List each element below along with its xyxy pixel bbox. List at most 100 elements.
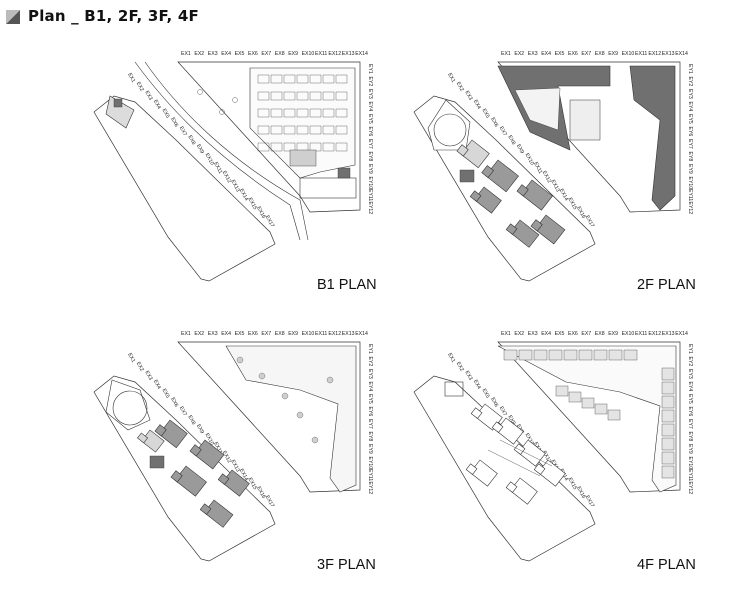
residential-block-group [513,439,546,467]
grid-label-diagonal: EX5 [481,388,491,400]
unit-module [661,437,675,451]
grid-label-top: EX2 [194,51,204,57]
grid-label-top: EX7 [261,331,271,337]
grid-label-right: EY3 [367,369,373,379]
grid-label-top: EX2 [194,331,204,337]
grid-label-top: EX14 [675,51,688,57]
unit-module [578,349,593,361]
block-c-group [516,179,553,211]
grid-label-right: EY8 [367,432,373,442]
grid-label-diagonal: EX17 [584,215,595,229]
grid-label-top: EX14 [355,331,368,337]
unit-module [661,423,675,437]
grid-label-right: EY11 [687,189,693,201]
grid-label-diagonal: EX9 [195,423,205,435]
grid-label-right: EY7 [687,139,693,149]
site-outline-right [177,341,361,493]
grid-label-diagonal: EX12 [541,170,552,184]
grid-label-top: EX12 [328,331,341,337]
grid-label-diagonal: EX17 [584,495,595,509]
grid-label-diagonal: EX17 [264,215,275,229]
parking-stall [335,91,348,101]
parking-stall [335,142,348,152]
grid-label-diagonal: EX1 [126,352,136,364]
block-b-group [189,439,225,470]
grid-label-top: EX11 [315,331,327,337]
grid-label-top: EX5 [555,51,565,57]
grid-label-diagonal: EX7 [498,406,508,418]
grid-label-right: EY9 [367,164,373,174]
parking-stall [270,125,283,135]
grid-label-diagonal: EX2 [455,81,465,93]
grid-label-right: EY7 [367,419,373,429]
grid-label-diagonal: EX14 [238,468,249,482]
grid-label-diagonal: EX14 [558,188,569,202]
grid-label-right: EY10 [687,457,693,470]
grid-label-right: EY9 [687,444,693,454]
grid-label-diagonal: EX3 [143,90,153,102]
grid-label-right: EY9 [687,164,693,174]
parking-stall [335,74,348,84]
grid-label-top: EX10 [302,51,315,57]
grid-label-top: EX11 [635,331,647,337]
grid-label-top: EX10 [622,331,635,337]
grid-label-diagonal: EX6 [169,117,179,129]
grid-label-right: EY7 [687,419,693,429]
grid-label-diagonal: EX10 [204,152,215,166]
parking-stall [283,108,296,118]
site-outline-right [497,341,681,493]
grid-label-diagonal: EX4 [472,379,482,391]
grid-label-diagonal: EX2 [135,81,145,93]
grid-label-diagonal: EX15 [247,197,258,211]
residential-block-wing [465,463,478,475]
grid-label-diagonal: EX15 [567,477,578,491]
grid-label-diagonal: EX16 [575,486,586,500]
grid-label-diagonal: EX3 [463,370,473,382]
grid-label-diagonal: EX9 [515,143,525,155]
parking-stall [270,91,283,101]
residential-block-wing [505,481,518,493]
grid-label-top: EX2 [514,51,524,57]
grid-label-diagonal: EX10 [204,432,215,446]
grid-label-right: EY1 [687,344,693,354]
parking-stall [283,91,296,101]
parking-stall [270,74,283,84]
tree [236,356,244,364]
grid-label-diagonal: EX13 [229,459,240,473]
grid-label-top: EX7 [261,51,271,57]
grid-label-diagonal: EX5 [481,108,491,120]
grid-label-right: EY5 [687,394,693,404]
road-line [134,61,301,241]
grid-label-right: EY4 [687,102,693,112]
parking-stall [296,125,309,135]
grid-label-top: EX4 [221,331,231,337]
block-d-group [170,465,207,497]
grid-label-diagonal: EX7 [498,126,508,138]
block-b [485,159,519,193]
grid-label-diagonal: EX1 [446,72,456,84]
grid-label-right: EY4 [367,382,373,392]
grid-label-diagonal: EX6 [489,397,499,409]
unit-module [661,409,675,423]
grid-label-top: EX3 [208,331,218,337]
grid-label-diagonal: EX6 [169,397,179,409]
grid-label-top: EX1 [181,51,191,57]
block-d-wing [530,219,543,232]
connector-line [499,439,553,467]
block-f [203,499,234,528]
parking-stall [309,108,322,118]
grid-label-top: EX3 [528,331,538,337]
block-f-wing [505,223,518,235]
block-c [520,179,553,211]
residential-block [509,477,538,505]
grid-label-right: EY2 [687,357,693,367]
grid-label-diagonal: EX8 [186,414,196,426]
residential-block-group [505,477,538,505]
unit-module [593,349,608,361]
block-d [174,465,207,497]
unit-module [518,349,533,361]
residential-block-wing [491,421,504,433]
page-title: Plan _ B1, 2F, 3F, 4F [28,7,199,25]
